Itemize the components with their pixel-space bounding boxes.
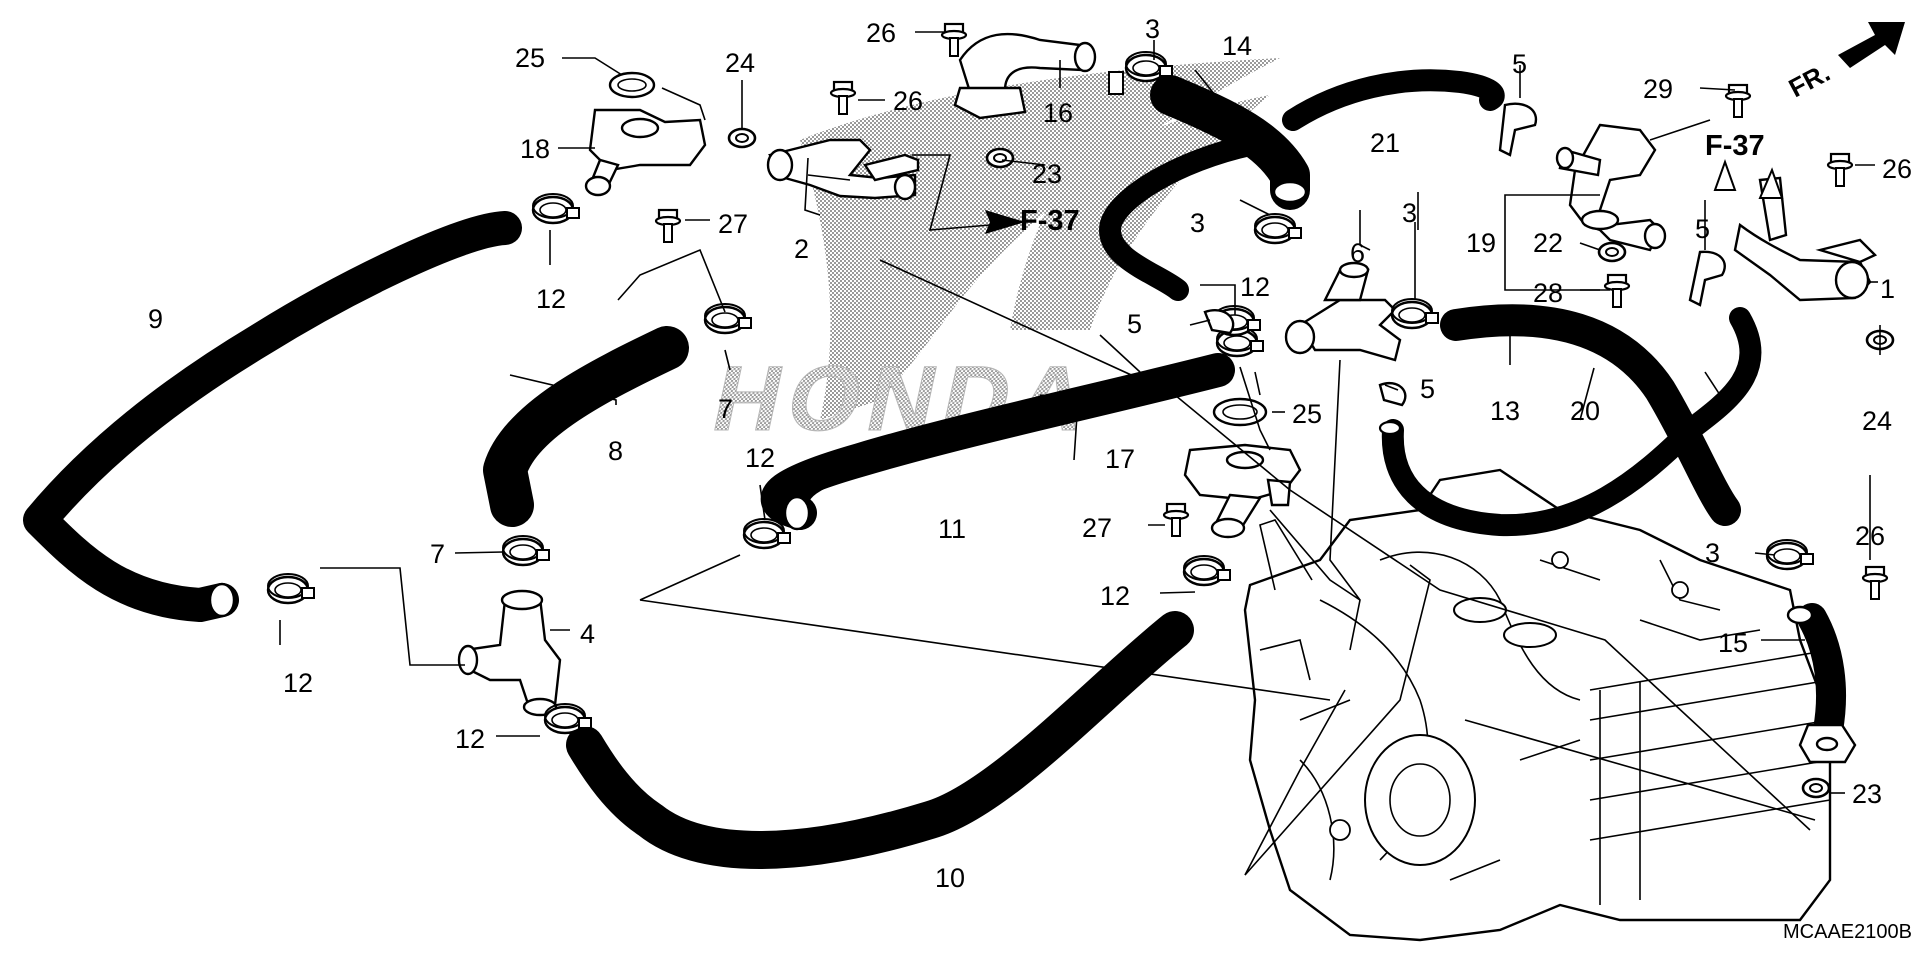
callout-7: 7 — [430, 539, 445, 569]
callout-7: 7 — [718, 394, 733, 424]
callout-13: 13 — [1490, 396, 1520, 426]
callout-5: 5 — [1420, 374, 1435, 404]
callout-19: 19 — [1466, 228, 1496, 258]
drawing-code: MCAAE2100B — [1783, 921, 1912, 943]
callout-28: 28 — [1533, 278, 1563, 308]
callout-12: 12 — [745, 443, 775, 473]
clips — [1203, 102, 1726, 407]
callout-26: 26 — [866, 18, 896, 48]
callout-12: 12 — [536, 284, 566, 314]
callout-17: 17 — [1105, 444, 1135, 474]
callout-4: 4 — [580, 619, 595, 649]
callout-numbers: 1 2 3 3 3 3 4 5 5 5 5 6 7 7 8 9 10 11 12… — [148, 14, 1912, 893]
front-arrow-icon — [1838, 22, 1905, 68]
callout-2: 2 — [794, 234, 809, 264]
callout-5: 5 — [1512, 49, 1527, 79]
bolts — [654, 22, 1889, 601]
callout-23: 23 — [1032, 159, 1062, 189]
callout-20: 20 — [1570, 396, 1600, 426]
front-label: FR. — [1784, 57, 1835, 103]
callout-23: 23 — [1852, 779, 1882, 809]
reference-f37-right: F-37 — [1705, 130, 1765, 162]
callout-12: 12 — [283, 668, 313, 698]
hoses — [23, 69, 1847, 869]
callout-3: 3 — [1145, 14, 1160, 44]
callout-21: 21 — [1370, 128, 1400, 158]
callout-5: 5 — [1127, 309, 1142, 339]
cross-references: F-37 F-37 — [985, 130, 1784, 237]
engine-block — [1243, 468, 1832, 942]
callout-12: 12 — [455, 724, 485, 754]
callout-8: 8 — [608, 436, 623, 466]
callout-26: 26 — [893, 86, 923, 116]
callout-14: 14 — [1222, 31, 1252, 61]
callout-12: 12 — [1240, 272, 1270, 302]
callout-3: 3 — [1190, 208, 1205, 238]
callout-5: 5 — [1695, 214, 1710, 244]
callout-24: 24 — [1862, 406, 1892, 436]
callout-11: 11 — [938, 514, 966, 544]
callout-16: 16 — [1043, 98, 1073, 128]
front-direction-marker: FR. — [1784, 22, 1905, 103]
callout-27: 27 — [718, 209, 748, 239]
reference-f37-center: F-37 — [1020, 205, 1080, 237]
callout-12: 12 — [1100, 581, 1130, 611]
callout-6: 6 — [1350, 238, 1365, 268]
callout-25: 25 — [515, 43, 545, 73]
callout-18: 18 — [520, 134, 550, 164]
callout-29: 29 — [1643, 74, 1673, 104]
callout-1: 1 — [1880, 274, 1895, 304]
callout-3: 3 — [1402, 198, 1417, 228]
callout-25: 25 — [1292, 399, 1322, 429]
callout-15: 15 — [1718, 628, 1748, 658]
callout-10: 10 — [935, 863, 965, 893]
callout-26: 26 — [1882, 154, 1912, 184]
callout-26: 26 — [1855, 521, 1885, 551]
callout-27: 27 — [1082, 513, 1112, 543]
leader-lines — [279, 31, 1881, 876]
callout-3: 3 — [1705, 538, 1720, 568]
callout-24: 24 — [725, 48, 755, 78]
callout-9: 9 — [148, 304, 163, 334]
callout-22: 22 — [1533, 228, 1563, 258]
